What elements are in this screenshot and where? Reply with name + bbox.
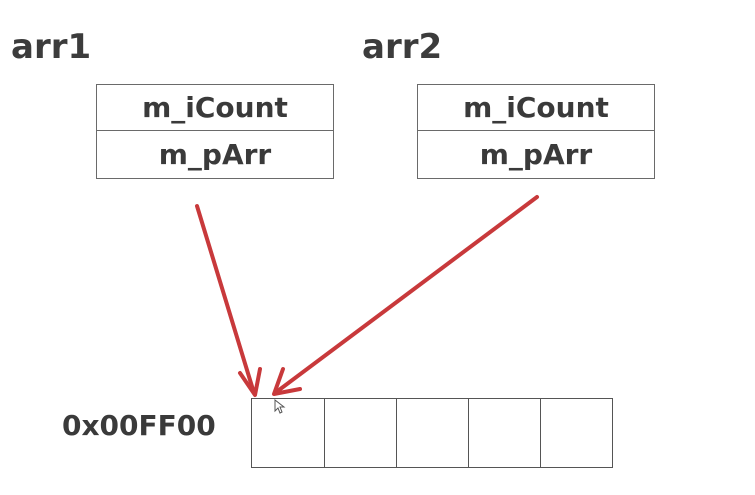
arr2-arrowhead-icon xyxy=(272,367,302,396)
arr2-label: arr2 xyxy=(362,27,443,67)
arr2-struct-box: m_iCount m_pArr xyxy=(417,84,655,179)
memory-cell xyxy=(252,399,324,467)
arr1-field-pointer: m_pArr xyxy=(97,130,333,178)
arr1-label: arr1 xyxy=(11,27,92,67)
memory-cell xyxy=(468,399,540,467)
arr1-arrowhead-icon xyxy=(238,367,262,397)
mouse-cursor-icon xyxy=(274,399,286,414)
arr1-struct-box: m_iCount m_pArr xyxy=(96,84,334,179)
arr2-field-count: m_iCount xyxy=(463,91,609,124)
memory-cell xyxy=(324,399,396,467)
memory-block xyxy=(251,398,613,468)
arr1-pointer-arrow xyxy=(195,204,256,395)
arr2-pointer-arrow xyxy=(273,195,539,395)
arr2-field-pointer: m_pArr xyxy=(418,130,654,178)
memory-cell xyxy=(396,399,468,467)
memory-cell xyxy=(540,399,612,467)
memory-address-label: 0x00FF00 xyxy=(62,409,216,442)
arr1-field-count: m_iCount xyxy=(142,91,288,124)
